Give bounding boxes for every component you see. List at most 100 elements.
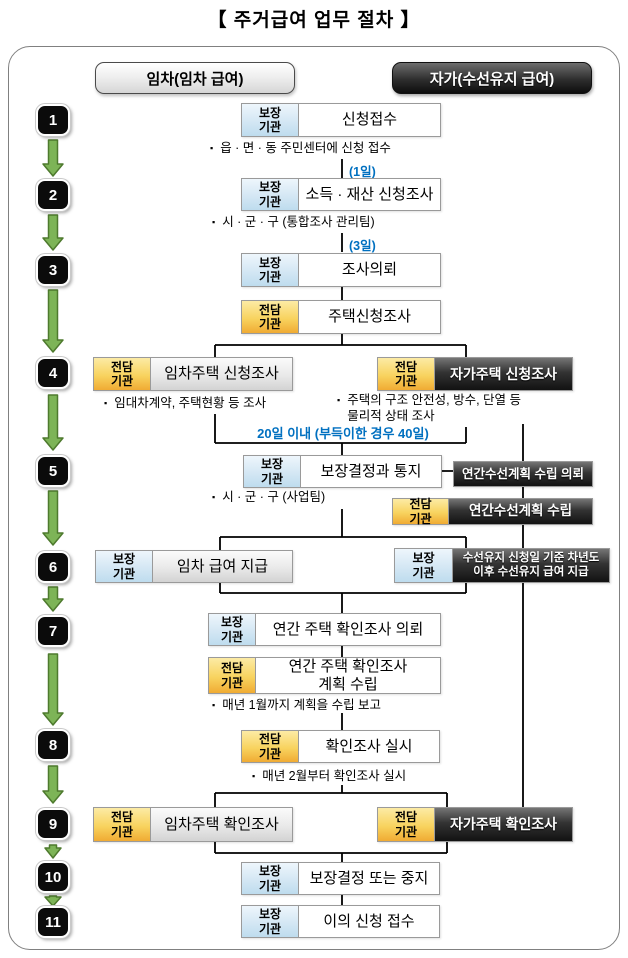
step-badge-7: 7: [36, 615, 70, 647]
step3-box2-text: 주택신청조사: [299, 301, 440, 333]
step-badge-5: 5: [36, 455, 70, 487]
step11-box: 보장 기관 이의 신청 접수: [241, 905, 440, 938]
step8-box: 전담 기관 확인조사 실시: [241, 730, 440, 763]
step1-note: ▪ 읍 · 면 · 동 주민센터에 신청 접수: [210, 141, 391, 157]
step-badge-2: 2: [36, 179, 70, 211]
step4-lease-note-text: 임대차계약, 주택현황 등 조사: [114, 396, 267, 410]
step5-note: ▪ 시 · 군 · 구 (사업팀): [212, 490, 325, 506]
dedicated-org-label: 전담 기관: [378, 358, 435, 390]
dedicated-org-label: 전담 기관: [393, 497, 449, 526]
step10-box: 보장 기관 보장결정 또는 중지: [241, 862, 440, 895]
bullet-icon: ▪: [212, 217, 216, 227]
guarantee-org-label: 보장 기관: [244, 456, 301, 487]
step6-own-box-text: 수선유지 신청일 기준 차년도 이후 수선유지 급여 지급: [453, 549, 609, 582]
step9-lease-box-text: 임차주택 확인조사: [151, 808, 292, 841]
step-badge-6: 6: [36, 551, 70, 583]
duration-1day-label: (1일): [349, 165, 376, 179]
guarantee-org-label: 보장 기관: [242, 254, 299, 286]
step5-box-text: 보장결정과 통지: [301, 456, 441, 487]
lease-column-header: 임차(임차 급여): [95, 62, 295, 94]
step7-box1: 보장 기관 연간 주택 확인조사 의뢰: [208, 613, 441, 646]
step10-box-text: 보장결정 또는 중지: [299, 863, 439, 894]
step-badge-11: 11: [36, 906, 70, 938]
green-down-arrow-icon: [44, 844, 62, 859]
bullet-icon: ▪: [252, 771, 256, 781]
step4-own-note-text: 주택의 구조 안전성, 방수, 단열 등 물리적 상태 조사: [347, 393, 522, 423]
guarantee-org-label: 보장 기관: [242, 104, 299, 136]
own-column-header: 자가(수선유지 급여): [392, 62, 592, 94]
step1-box-text: 신청접수: [299, 104, 440, 136]
step4-lease-box: 전담 기관 임차주택 신청조사: [93, 357, 293, 391]
step-badge-3: 3: [36, 254, 70, 286]
step4-own-box: 전담 기관 자가주택 신청조사: [377, 357, 573, 391]
bullet-icon: ▪: [337, 395, 341, 405]
step1-note-text: 읍 · 면 · 동 주민센터에 신청 접수: [220, 141, 391, 155]
bullet-icon: ▪: [212, 492, 216, 502]
step4-lease-note: ▪ 임대차계약, 주택현황 등 조사: [104, 396, 266, 412]
step6-lease-box: 보장 기관 임차 급여 지급: [95, 550, 293, 583]
guarantee-org-label: 보장 기관: [242, 179, 299, 210]
step5-repair-plan-request-text: 연간수선계획 수립 의뢰: [454, 462, 592, 486]
guarantee-org-label: 보장 기관: [242, 863, 299, 894]
step4-lease-box-text: 임차주택 신청조사: [151, 358, 292, 390]
step-badge-9: 9: [36, 808, 70, 840]
bullet-icon: ▪: [210, 143, 214, 153]
step5-repair-plan-box: 전담 기관 연간수선계획 수립: [392, 497, 593, 526]
step3-box1: 보장 기관 조사의뢰: [241, 253, 441, 287]
step-badge-4: 4: [36, 357, 70, 389]
step8-box-text: 확인조사 실시: [299, 731, 439, 762]
step2-note: ▪ 시 · 군 · 구 (통합조사 관리팀): [212, 215, 375, 231]
green-down-arrow-icon: [42, 586, 64, 612]
step5-box: 보장 기관 보장결정과 통지: [243, 455, 442, 488]
duration-20day-label: 20일 이내 (부득이한 경우 40일): [257, 426, 429, 441]
dedicated-org-label: 전담 기관: [378, 808, 435, 841]
step-badge-8: 8: [36, 729, 70, 761]
step3-box1-text: 조사의뢰: [299, 254, 440, 286]
step2-note-text: 시 · 군 · 구 (통합조사 관리팀): [222, 215, 375, 229]
step2-box: 보장 기관 소득 · 재산 신청조사: [241, 178, 441, 211]
green-down-arrow-icon: [42, 139, 64, 177]
step9-own-box: 전담 기관 자가주택 확인조사: [377, 807, 573, 842]
dedicated-org-label: 전담 기관: [209, 658, 256, 693]
bullet-icon: ▪: [104, 398, 108, 408]
flow-connector-path: [214, 159, 524, 905]
guarantee-org-label: 보장 기관: [242, 906, 299, 937]
green-down-arrow-icon: [42, 765, 64, 804]
step8-note: ▪ 매년 2월부터 확인조사 실시: [252, 769, 406, 785]
step8-note-text: 매년 2월부터 확인조사 실시: [262, 769, 407, 783]
page-title: 【 주거급여 업무 절차 】: [207, 10, 421, 31]
step4-own-box-text: 자가주택 신청조사: [435, 358, 572, 390]
step9-lease-box: 전담 기관 임차주택 확인조사: [93, 807, 293, 842]
guarantee-org-label: 보장 기관: [209, 614, 256, 645]
step-badge-10: 10: [36, 861, 70, 893]
guarantee-org-label: 보장 기관: [96, 551, 153, 582]
dedicated-org-label: 전담 기관: [242, 731, 299, 762]
green-down-arrow-icon: [42, 394, 64, 451]
green-down-arrow-icon: [42, 214, 64, 251]
step5-note-text: 시 · 군 · 구 (사업팀): [222, 490, 326, 504]
dedicated-org-label: 전담 기관: [94, 358, 151, 390]
dedicated-org-label: 전담 기관: [94, 808, 151, 841]
step7-note: ▪ 매년 1월까지 계획을 수립 보고: [212, 698, 381, 714]
duration-3day-label: (3일): [349, 239, 376, 253]
bullet-icon: ▪: [212, 700, 216, 710]
step-badge-1: 1: [36, 104, 70, 136]
step9-own-box-text: 자가주택 확인조사: [435, 808, 572, 841]
green-down-arrow-icon: [44, 895, 62, 907]
step7-box1-text: 연간 주택 확인조사 의뢰: [256, 614, 440, 645]
green-down-arrow-icon: [42, 490, 64, 546]
step6-own-box: 보장 기관 수선유지 신청일 기준 차년도 이후 수선유지 급여 지급: [394, 548, 610, 583]
green-down-arrow-icon: [42, 289, 64, 353]
step7-note-text: 매년 1월까지 계획을 수립 보고: [222, 698, 382, 712]
step1-box: 보장 기관 신청접수: [241, 103, 441, 137]
step7-box2-text: 연간 주택 확인조사 계획 수립: [256, 658, 440, 693]
step6-lease-box-text: 임차 급여 지급: [153, 551, 292, 582]
step7-box2: 전담 기관 연간 주택 확인조사 계획 수립: [208, 657, 441, 694]
guarantee-org-label: 보장 기관: [395, 549, 453, 582]
step5-repair-plan-request-box: 연간수선계획 수립 의뢰: [453, 461, 593, 487]
step4-own-note: ▪ 주택의 구조 안전성, 방수, 단열 등 물리적 상태 조사: [337, 393, 627, 424]
green-down-arrow-icon: [42, 653, 64, 726]
step3-box2: 전담 기관 주택신청조사: [241, 300, 441, 334]
dedicated-org-label: 전담 기관: [242, 301, 299, 333]
